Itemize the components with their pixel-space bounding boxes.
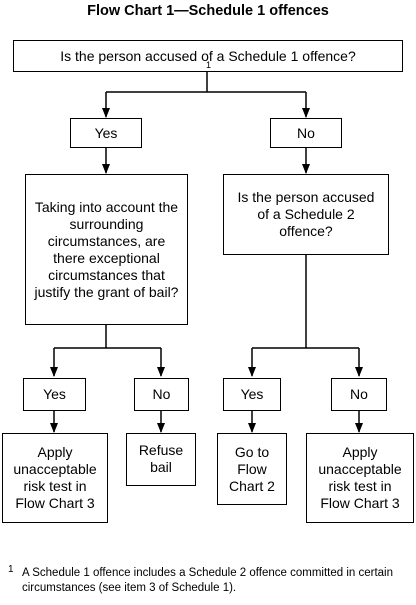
node-no2-text: No — [152, 386, 171, 402]
node-no3: No — [331, 378, 387, 411]
node-o1-text: Apply unacceptable risk test in Flow Cha… — [13, 444, 97, 511]
footnote-text: A Schedule 1 offence includes a Schedule… — [22, 567, 394, 594]
node-o2-text: Refuse bail — [138, 442, 184, 475]
footnote: 1 A Schedule 1 offence includes a Schedu… — [8, 564, 408, 596]
node-o2-refuse-bail: Refuse bail — [126, 433, 196, 486]
node-q2-exceptional-circumstances: Taking into account the surrounding circ… — [25, 174, 188, 325]
node-no1-text: No — [297, 124, 315, 141]
footnote-marker: 1 — [8, 564, 14, 575]
node-no2: No — [134, 378, 189, 411]
node-o4-text: Apply unacceptable risk test in Flow Cha… — [318, 444, 402, 511]
node-o3-text: Go to Flow Chart 2 — [229, 443, 275, 494]
node-o3-go-to-flow-chart-2: Go to Flow Chart 2 — [217, 433, 287, 505]
node-yes2: Yes — [23, 378, 86, 411]
node-o1-apply-risk-test: Apply unacceptable risk test in Flow Cha… — [2, 433, 108, 523]
node-q3-schedule2-question: Is the person accused of a Schedule 2 of… — [223, 174, 389, 255]
node-q2-text: Taking into account the surrounding circ… — [34, 198, 179, 300]
node-q1-text: Is the person accused of a Schedule 1 of… — [60, 47, 356, 64]
node-yes1-text: Yes — [94, 124, 118, 141]
node-q3-text: Is the person accused of a Schedule 2 of… — [237, 189, 375, 239]
page-title: Flow Chart 1—Schedule 1 offences — [87, 3, 329, 19]
node-q1-schedule1-question: Is the person accused of a Schedule 1 of… — [13, 40, 403, 72]
node-yes2-text: Yes — [43, 386, 66, 402]
node-no3-text: No — [350, 386, 368, 402]
node-no1: No — [270, 118, 342, 148]
node-yes3-text: Yes — [240, 386, 264, 402]
node-yes3: Yes — [223, 378, 281, 411]
node-yes1: Yes — [70, 118, 142, 148]
node-o4-apply-risk-test: Apply unacceptable risk test in Flow Cha… — [306, 433, 414, 523]
